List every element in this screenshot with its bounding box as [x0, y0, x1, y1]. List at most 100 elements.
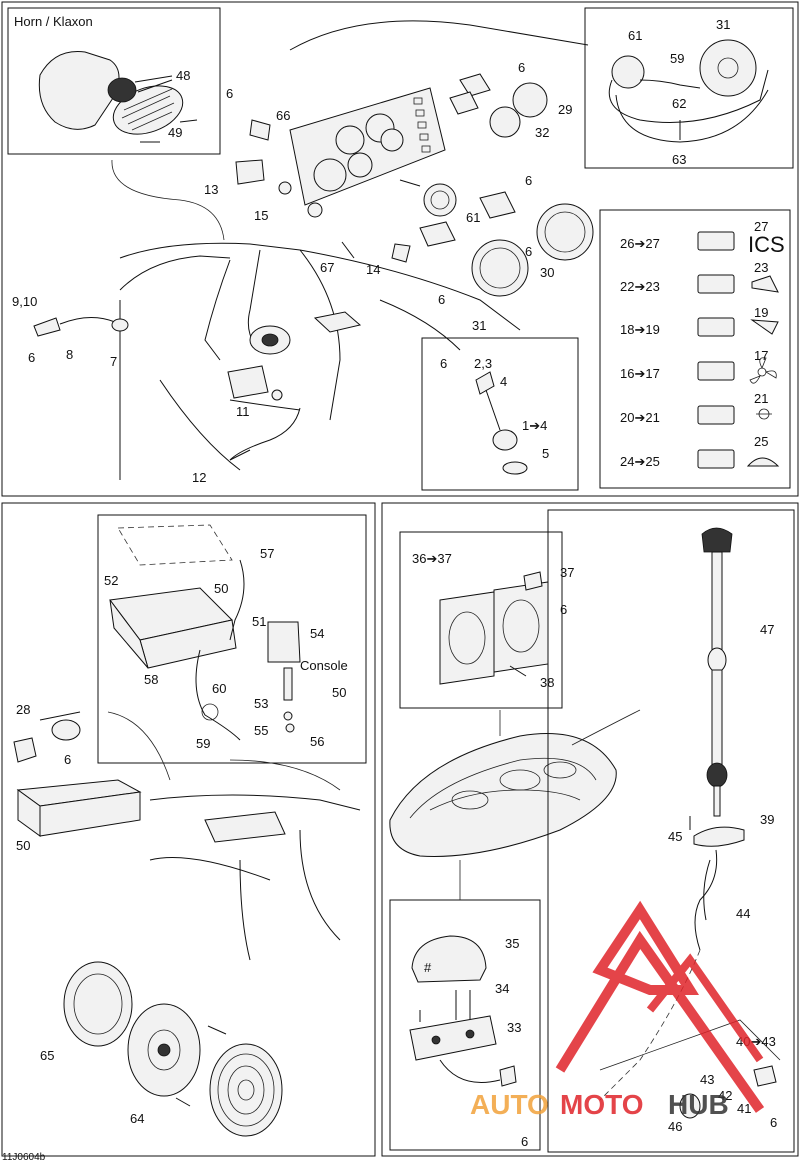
callout-6-j: 6 [770, 1115, 777, 1130]
callout-6-h: 6 [560, 602, 567, 617]
callout-2-3: 2,3 [474, 356, 492, 371]
svg-text:#: # [424, 960, 432, 975]
light-icon [746, 457, 780, 467]
socket-assembly [13, 711, 81, 763]
callout-59-b: 59 [196, 736, 210, 751]
stereo-inset [97, 514, 367, 764]
dashboard-assembly [119, 242, 521, 480]
callout-37: 37 [560, 565, 574, 580]
callout-59: 59 [670, 51, 684, 66]
callout-52: 52 [104, 573, 118, 588]
dash-panel-plate [289, 87, 446, 218]
callout-63: 63 [672, 152, 686, 167]
callout-61-inset: 61 [628, 28, 642, 43]
callout-15: 15 [254, 208, 268, 223]
callout-50-b: 50 [332, 685, 346, 700]
callout-58: 58 [144, 672, 158, 687]
callout-62: 62 [672, 96, 686, 111]
horn-inset: Horn / Klaxon [7, 7, 221, 155]
callout-20-21: 20➔21 [620, 410, 660, 425]
callout-12: 12 [192, 470, 206, 485]
horn-icon [751, 275, 779, 293]
console-label: Console [300, 658, 348, 673]
callout-6-i: 6 [521, 1134, 528, 1149]
callout-6-g: 6 [64, 752, 71, 767]
gauges [399, 73, 594, 297]
bilge-icon [750, 319, 779, 335]
automotohub-logo: AUTO MOTO HUB [470, 900, 765, 1120]
callout-6-c: 6 [518, 60, 525, 75]
bug-icon [756, 408, 772, 420]
gauge-wiring-inset [584, 7, 794, 169]
callout-9-10: 9,10 [12, 294, 37, 309]
callout-6-e: 6 [525, 244, 532, 259]
callout-5: 5 [542, 446, 549, 461]
sensor-cable [33, 317, 301, 461]
callout-14: 14 [366, 262, 380, 277]
callout-42: 42 [718, 1088, 732, 1103]
callout-21: 21 [754, 391, 768, 406]
callout-60: 60 [212, 681, 226, 696]
console-body [149, 794, 361, 961]
callout-47: 47 [760, 622, 774, 637]
callout-31: 31 [472, 318, 486, 333]
watermark-hub: HUB [668, 1089, 729, 1120]
callout-67: 67 [320, 260, 334, 275]
watermark-auto: AUTO [470, 1089, 549, 1120]
dash-small-parts [235, 119, 411, 263]
callout-16-17: 16➔17 [620, 366, 660, 381]
callout-48: 48 [176, 68, 190, 83]
callout-24-25: 24➔25 [620, 454, 660, 469]
callout-56: 56 [310, 734, 324, 749]
radio-unit [16, 779, 142, 837]
callout-61: 61 [466, 210, 480, 225]
callout-25: 25 [754, 434, 768, 449]
callout-31-inset: 31 [716, 17, 730, 32]
callout-50: 50 [214, 581, 228, 596]
ics-icon: ICS [748, 232, 785, 257]
callout-50-c: 50 [16, 838, 30, 853]
callout-39: 39 [760, 812, 774, 827]
callout-51: 51 [252, 614, 266, 629]
fan-icon [749, 357, 777, 384]
callout-57: 57 [260, 546, 274, 561]
callout-23: 23 [754, 260, 768, 275]
callout-44: 44 [736, 906, 750, 921]
watermark-moto: MOTO [560, 1089, 643, 1120]
callout-27: 27 [754, 219, 768, 234]
nav-light-inset: # [389, 899, 541, 1151]
callout-30: 30 [540, 265, 554, 280]
callout-35: 35 [505, 936, 519, 951]
callout-13: 13 [204, 182, 218, 197]
callout-6-f: 6 [440, 356, 447, 371]
gauge-mount-inset [399, 531, 563, 709]
stern-light-inset [547, 509, 795, 1153]
callout-29: 29 [558, 102, 572, 117]
callout-66: 66 [276, 108, 290, 123]
top-panel-frame [1, 1, 799, 497]
callout-4: 4 [500, 374, 507, 389]
bottom-left-panel-frame [1, 502, 376, 1157]
boat-hull [389, 733, 617, 857]
callout-46: 46 [668, 1119, 682, 1134]
callout-36-37: 36➔37 [412, 551, 452, 566]
callout-54: 54 [310, 626, 324, 641]
callout-45: 45 [668, 829, 682, 844]
callout-53: 53 [254, 696, 268, 711]
callout-18-19: 18➔19 [620, 322, 660, 337]
callout-1-4: 1➔4 [522, 418, 547, 433]
callout-28: 28 [16, 702, 30, 717]
callout-7: 7 [110, 354, 117, 369]
callout-43: 43 [700, 1072, 714, 1087]
callout-6-d: 6 [525, 173, 532, 188]
callout-11: 11 [236, 404, 250, 419]
callout-22-23: 22➔23 [620, 279, 660, 294]
horn-title: Horn / Klaxon [14, 14, 93, 29]
callout-17: 17 [754, 348, 768, 363]
callout-19: 19 [754, 305, 768, 320]
callout-8: 8 [66, 347, 73, 362]
callout-38: 38 [540, 675, 554, 690]
switch-panel: ICS [599, 209, 791, 489]
callout-64: 64 [130, 1111, 144, 1126]
